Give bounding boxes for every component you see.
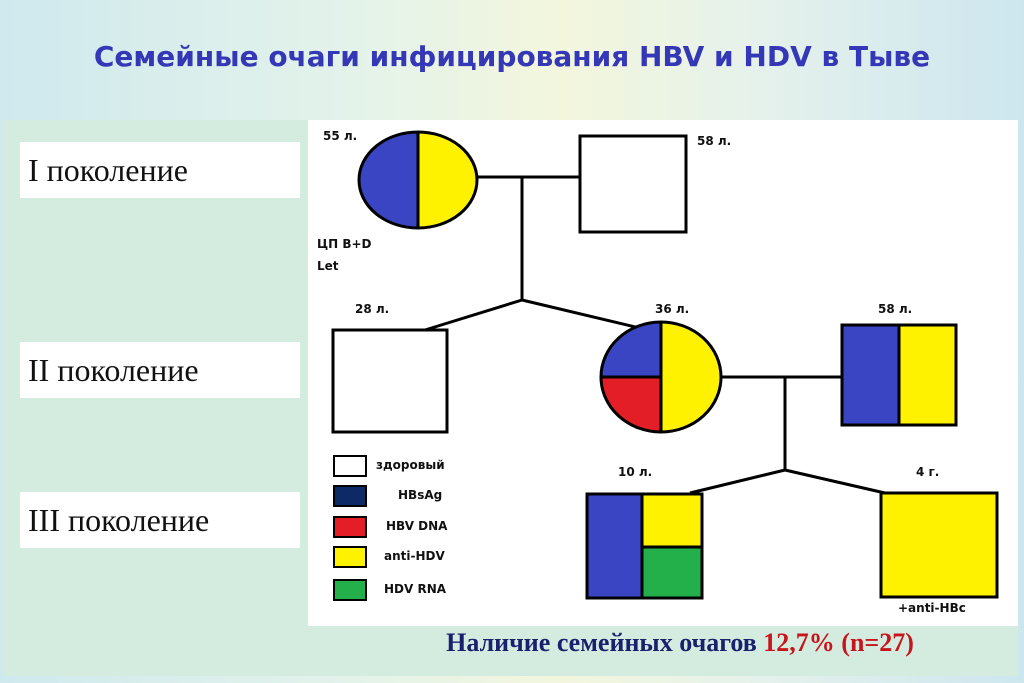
daughter-symbol bbox=[599, 320, 723, 434]
son-age: 28 л. bbox=[355, 302, 389, 316]
legend-swatch-hbsag bbox=[333, 485, 367, 507]
child1-age: 10 л. bbox=[618, 465, 652, 479]
legend-swatch-anti-hdv bbox=[333, 546, 367, 568]
branch-line-daughter bbox=[521, 298, 649, 332]
husband-symbol bbox=[840, 323, 958, 427]
legend-label-anti-hdv: anti-HDV bbox=[384, 549, 445, 563]
generation-1-label: I поколение bbox=[20, 142, 300, 198]
summary-line: Наличие семейных очагов 12,7% (n=27) bbox=[400, 628, 960, 658]
husband-age: 58 л. bbox=[878, 302, 912, 316]
summary-text: Наличие семейных очагов bbox=[446, 628, 764, 657]
grandfather-age: 58 л. bbox=[697, 134, 731, 148]
grandmother-note-outcome: Let bbox=[317, 259, 339, 273]
legend-label-hdv-rna: HDV RNA bbox=[384, 582, 447, 596]
branch-line-child1 bbox=[689, 468, 786, 495]
grandmother-age: 55 л. bbox=[323, 129, 357, 143]
generation-3-label: III поколение bbox=[20, 492, 300, 548]
generation-2-label: II поколение bbox=[20, 342, 300, 398]
summary-highlight: 12,7% (n=27) bbox=[763, 628, 914, 657]
child2-symbol bbox=[879, 491, 999, 599]
legend-swatch-hbv-dna bbox=[333, 516, 367, 538]
legend-swatch-healthy bbox=[333, 455, 367, 477]
branch-line-son bbox=[424, 298, 523, 332]
pedigree-lines bbox=[424, 175, 886, 495]
legend-label-hbsag: HBsAg bbox=[398, 488, 442, 502]
daughter-age: 36 л. bbox=[655, 302, 689, 316]
son-symbol bbox=[331, 328, 449, 434]
legend-swatch-hdv-rna bbox=[333, 579, 367, 601]
grandmother-note-diagnosis: ЦП B+D bbox=[317, 237, 372, 251]
slide-title: Семейные очаги инфицирования HBV и HDV в… bbox=[93, 40, 931, 73]
legend-label-hbv-dna: HBV DNA bbox=[386, 519, 448, 533]
child1-symbol bbox=[585, 492, 704, 600]
legend: здоровый HBsAg HBV DNA anti-HDV HDV RNA bbox=[333, 455, 448, 601]
child2-age: 4 г. bbox=[916, 465, 939, 479]
grandmother-symbol bbox=[357, 130, 479, 230]
child2-note: +anti-HBc bbox=[898, 601, 966, 615]
grandfather-symbol bbox=[578, 134, 688, 234]
branch-line-child2 bbox=[784, 468, 886, 495]
legend-label-healthy: здоровый bbox=[376, 458, 445, 472]
